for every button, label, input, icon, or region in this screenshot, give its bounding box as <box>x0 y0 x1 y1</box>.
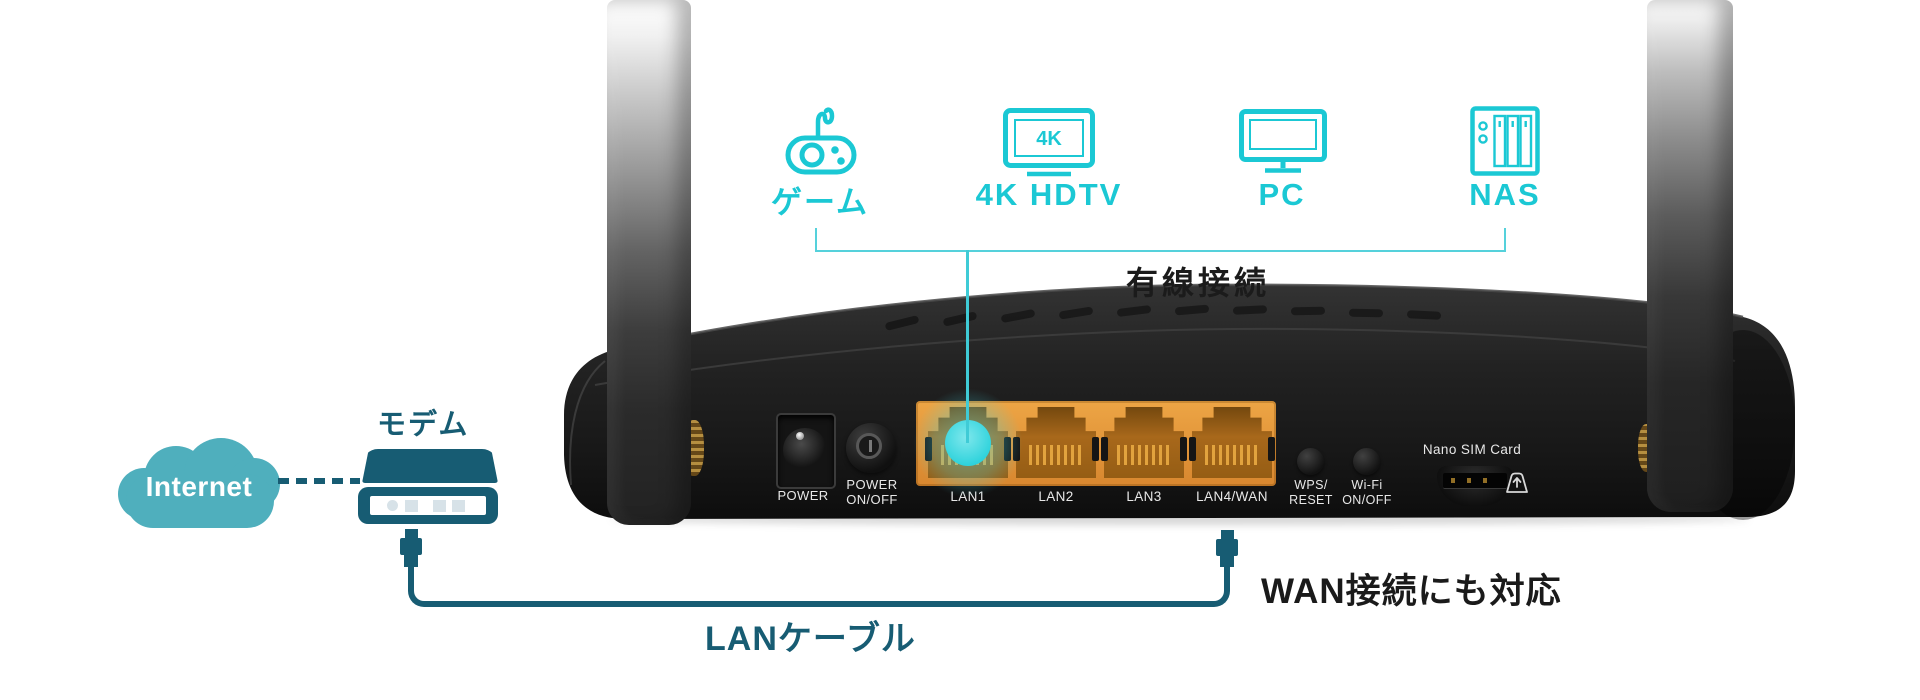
lan-port-4-wan <box>1189 407 1275 478</box>
port-clip <box>1101 437 1108 461</box>
modem-led <box>452 500 465 512</box>
lan2-label: LAN2 <box>1038 489 1074 504</box>
power-jack-barrel <box>783 428 827 472</box>
sim-contacts <box>1451 478 1499 483</box>
tv-4k-icon: 4K <box>1003 108 1095 177</box>
modem-led-strip <box>370 496 486 515</box>
port-clip <box>1092 437 1099 461</box>
power-onoff-label-line1: POWER <box>846 477 898 492</box>
nas-label: NAS <box>1469 177 1541 212</box>
router-body <box>564 283 1795 520</box>
pc-label: PC <box>1258 177 1306 212</box>
lan-port-3-pins <box>1116 445 1172 466</box>
game-controller-icon <box>785 107 857 175</box>
lan-cable-left-corner <box>408 580 438 607</box>
power-jack-label: POWER <box>777 488 829 503</box>
wps-reset-label: WPS/ RESET <box>1289 478 1333 507</box>
lan-cable-right-vertical <box>1224 566 1230 584</box>
lan3-label: LAN3 <box>1126 489 1162 504</box>
sim-eject-icon <box>1506 472 1528 493</box>
pc-monitor-icon <box>1239 109 1327 173</box>
wifi-onoff-button <box>1353 448 1380 475</box>
lan-cable-plug-router-wide <box>1216 539 1238 556</box>
lan-port-4-pins <box>1204 445 1260 466</box>
lan1-drop-line <box>966 250 969 443</box>
sim-slot <box>1437 466 1513 506</box>
lan-cable-plug-router-neck <box>1220 556 1234 567</box>
lan-cable-plug-modem <box>405 529 418 538</box>
power-onoff-label-line2: ON/OFF <box>846 492 898 507</box>
internet-modem-dashed-line <box>278 478 360 484</box>
wps-label-line2: RESET <box>1289 492 1333 507</box>
top-vents <box>885 304 1441 331</box>
modem-led <box>387 500 398 511</box>
wan-support-note: WAN接続にも対応 <box>1261 572 1562 611</box>
lan-cable-plug-router-tip <box>1221 530 1234 539</box>
cloud-base <box>126 474 274 528</box>
modem-label: モデム <box>377 409 470 441</box>
port-clip <box>1189 437 1196 461</box>
port-clip <box>1180 437 1187 461</box>
wps-reset-button <box>1297 448 1324 475</box>
lan-port-4-opening <box>1192 407 1272 478</box>
power-onoff-label: POWER ON/OFF <box>846 477 898 507</box>
lan-port-2-opening <box>1016 407 1096 478</box>
power-onoff-button <box>846 423 896 473</box>
nas-icon <box>1470 106 1540 176</box>
internet-cloud <box>118 438 280 530</box>
lan-port-2 <box>1013 407 1099 478</box>
modem-body <box>358 487 498 524</box>
power-jack <box>776 413 836 489</box>
wps-label-line1: WPS/ <box>1294 478 1328 492</box>
lan-cable-right-corner <box>1198 580 1230 607</box>
antenna-left <box>607 0 691 525</box>
power-onoff-ring <box>856 433 882 459</box>
bracket-tick-right <box>1504 228 1506 252</box>
antenna-right <box>1647 0 1733 512</box>
power-jack-pin <box>796 432 804 440</box>
tv-label: 4K HDTV <box>975 177 1123 212</box>
game-label: ゲーム <box>770 185 870 220</box>
port-clip <box>1268 437 1275 461</box>
bracket-tick-left <box>815 228 817 252</box>
lan-cable-plug-modem-neck <box>404 555 418 567</box>
lan-port-3 <box>1101 407 1187 478</box>
modem-led <box>433 500 446 512</box>
wired-connection-label: 有線接続 <box>1126 265 1271 301</box>
tv-4k-badge: 4K <box>1036 128 1062 150</box>
wifi-label-line1: Wi-Fi <box>1351 478 1383 492</box>
lan-cable-label: LANケーブル <box>705 620 916 658</box>
lan-cable-horizontal <box>434 601 1204 607</box>
lan-port-2-pins <box>1028 445 1084 466</box>
internet-label: Internet <box>145 471 253 502</box>
lan-cable-plug-modem-wide <box>400 538 422 555</box>
nano-sim-label: Nano SIM Card <box>1422 442 1522 457</box>
power-onoff-mark <box>869 440 872 452</box>
wifi-label-line2: ON/OFF <box>1342 492 1392 507</box>
wifi-onoff-label: Wi-Fi ON/OFF <box>1342 478 1392 507</box>
modem-top <box>362 449 498 483</box>
modem-led <box>405 500 418 512</box>
lan-cable-left-vertical <box>408 565 414 585</box>
lan-port-3-opening <box>1104 407 1184 478</box>
bracket-horizontal <box>815 250 1506 252</box>
lan4-wan-label: LAN4/WAN <box>1196 489 1268 504</box>
